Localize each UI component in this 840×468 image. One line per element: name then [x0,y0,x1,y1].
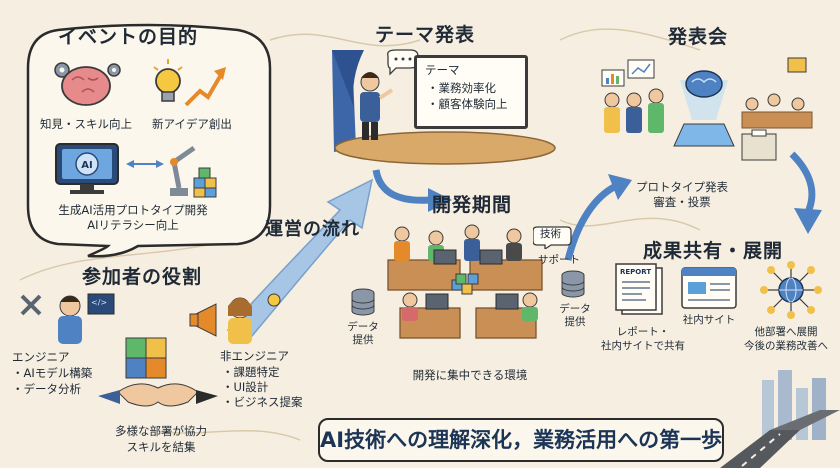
dev-title: 開発期間 [432,194,513,216]
arrow-theme-to-dev [372,169,452,212]
support-badge-text: 技術 [540,228,561,240]
theme-board: テーマ ・業務効率化 ・顧客体験向上 [414,55,528,129]
brain-gear-icon [54,62,121,106]
non-engineer-item: ・ビジネス提案 [222,395,303,409]
data-provide-right: 提供 [564,316,586,328]
idea-growth-icon [153,59,226,107]
intranet-site-icon [681,267,737,309]
roles-scene [20,293,281,407]
flow-arrow [226,178,374,337]
theme-board-item: ・顧客体験向上 [427,97,508,111]
flow-label: 運営の流れ [265,219,360,240]
theme-title: テーマ発表 [375,24,476,46]
presentation-title: 発表会 [668,26,729,48]
purpose-item-literacy: AIリテラシー向上 [87,218,179,232]
code-icon: </> [91,298,108,307]
city-road-icon [720,370,840,468]
engineer-item: ・AIモデル構築 [12,366,93,380]
report-tag: REPORT [620,268,652,276]
ai-prototype-icon: AI [55,143,217,198]
results-item-expand: 今後の業務改善へ [744,340,828,352]
presentation-scene [601,57,813,161]
data-provide-right: データ [559,303,591,315]
dev-env-label: 開発に集中できる環境 [412,368,528,382]
results-item-site: 社内サイト [682,314,736,326]
non-engineer-title: 非エンジニア [220,349,289,363]
collab-caption: 多様な部署が協力 [115,424,207,438]
results-item-report: レポート・ [616,326,670,338]
purpose-item-knowledge: 知見・スキル向上 [40,117,132,131]
conclusion-banner: AI技術への理解深化，業務活用への第一歩 [318,418,724,462]
engineer-title: エンジニア [12,350,70,364]
database-icon [351,288,375,316]
ai-chip-icon: AI [81,160,92,171]
presentation-caption: 審査・投票 [653,195,711,209]
report-icon [615,263,663,315]
purpose-item-prototype: 生成AI活用プロトタイプ開発 [58,203,208,217]
collab-caption: スキルを結集 [126,440,196,454]
arrow-presentation-to-results [789,151,822,234]
purpose-item-ideas: 新アイデア創出 [152,117,232,131]
theme-board-title: テーマ [425,63,460,77]
results-item-expand: 他部署へ展開 [754,326,818,338]
results-item-report: 社内サイトで共有 [601,340,685,352]
database-icon [561,270,585,298]
data-provide-left: 提供 [352,334,374,346]
support-badge [533,226,572,249]
arrow-dev-to-presentation [564,174,632,261]
results-title: 成果共有・展開 [643,240,784,262]
roles-title: 参加者の役割 [82,266,203,288]
data-provide-left: データ [347,321,379,333]
non-engineer-item: ・課題特定 [222,365,280,379]
purpose-title: イベントの目的 [58,26,199,48]
dev-scene [387,224,543,339]
network-globe-icon [760,261,822,319]
conclusion-text: AI技術への理解深化，業務活用への第一歩 [320,428,723,452]
engineer-item: ・データ分析 [12,382,81,396]
stage-scene [332,49,556,165]
non-engineer-item: ・UI設計 [222,380,269,394]
support-label: サポート [538,254,580,266]
presentation-caption: プロトタイプ発表 [636,180,728,194]
theme-board-item: ・業務効率化 [427,81,496,95]
